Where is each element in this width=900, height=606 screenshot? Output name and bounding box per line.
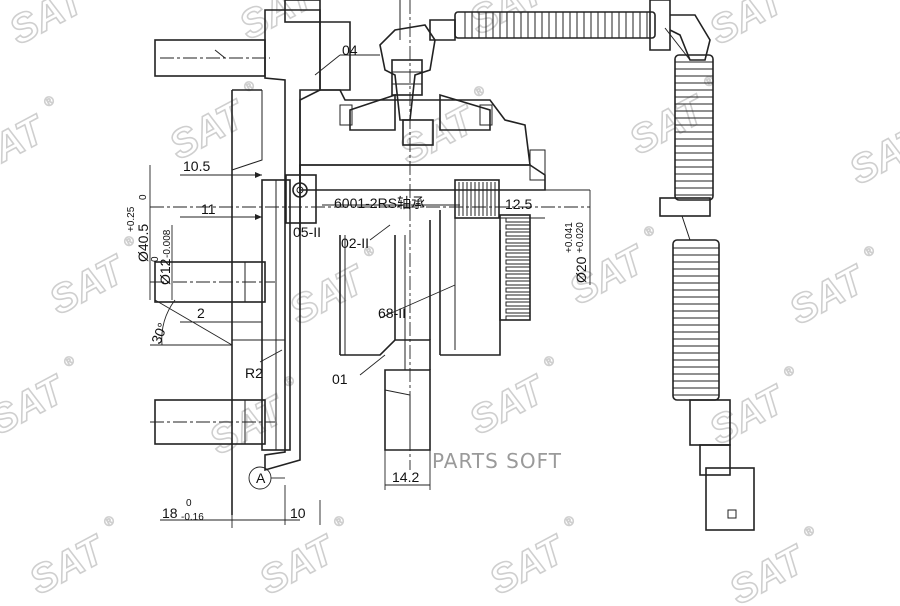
- tone-ring: [499, 214, 531, 321]
- part-label-05: 05-II: [293, 224, 321, 240]
- svg-text:SAT: SAT: [42, 247, 134, 324]
- svg-text:®: ®: [61, 352, 77, 370]
- watermark-tile: SAT®: [0, 352, 78, 444]
- datum-a: A: [256, 470, 266, 486]
- dimension-lines: [149, 54, 591, 528]
- watermark-tile: SAT®: [22, 512, 118, 604]
- part-label-02: 02-II: [341, 235, 369, 251]
- svg-text:®: ®: [861, 242, 877, 260]
- svg-text:®: ®: [101, 512, 117, 530]
- svg-text:SAT: SAT: [232, 0, 324, 48]
- dim-2: 2: [197, 305, 205, 321]
- dim-12-5: 12.5: [505, 196, 532, 212]
- watermark-tile: SAT®: [842, 116, 900, 194]
- sensor-cable: [454, 0, 755, 531]
- svg-text:®: ®: [541, 352, 557, 370]
- svg-text:SAT: SAT: [462, 0, 554, 43]
- svg-text:®: ®: [701, 72, 717, 90]
- wheel-stud-bottom: [150, 399, 275, 445]
- svg-text:SAT: SAT: [392, 97, 484, 174]
- small-bearing: [285, 174, 317, 224]
- hub-shaft: [339, 210, 501, 370]
- dim-dia-40-5-tol-lower: 0: [138, 194, 149, 200]
- part-label-04: 04: [342, 42, 358, 58]
- svg-text:SAT: SAT: [22, 527, 114, 604]
- svg-text:SAT: SAT: [0, 367, 74, 444]
- dim-18-tol-upper: 0: [186, 498, 192, 509]
- svg-text:SAT: SAT: [722, 537, 814, 606]
- part-label-01: 01: [332, 371, 348, 387]
- svg-text:®: ®: [561, 512, 577, 530]
- svg-text:SAT: SAT: [202, 387, 294, 464]
- watermark-tile: SAT®: [782, 242, 878, 334]
- needle-bearing: [454, 179, 500, 219]
- dim-11: 11: [201, 201, 216, 217]
- dim-14-2: 14.2: [392, 469, 419, 485]
- svg-text:®: ®: [471, 82, 487, 100]
- dim-dia-12: Ø12: [157, 258, 173, 285]
- watermark-tile: SAT®: [722, 522, 818, 606]
- dim-10: 10: [290, 505, 306, 521]
- watermark-tile: SAT®: [482, 512, 578, 604]
- dim-dia-40-5: Ø40.5: [135, 224, 151, 262]
- dim-dia-12-tol-lower: -0.008: [162, 229, 173, 258]
- labels: 04 6001-2RS轴承 05-II 02-II 68-II 01 10.5 …: [126, 42, 589, 523]
- svg-text:®: ®: [241, 77, 257, 95]
- brand-overlay: PARTS SOFT: [432, 449, 562, 473]
- svg-text:SAT: SAT: [252, 527, 344, 604]
- svg-text:SAT: SAT: [2, 0, 94, 53]
- dim-dia-12-tol-upper: 0: [150, 256, 161, 262]
- dim-18: 18: [162, 505, 178, 521]
- speed-sensor-body: [339, 0, 493, 146]
- wheel-stud-middle: [150, 261, 275, 303]
- svg-text:SAT: SAT: [162, 92, 254, 169]
- part-label-68: 68-II: [378, 305, 406, 321]
- watermark-tile: SAT®: [232, 0, 325, 49]
- bearing-label: 6001-2RS轴承: [334, 195, 425, 211]
- dim-dia-20-tol-upper: +0.041: [564, 222, 575, 253]
- watermark-tile: SAT®: [252, 512, 348, 604]
- svg-text:SAT: SAT: [482, 527, 574, 604]
- svg-text:®: ®: [331, 512, 347, 530]
- svg-text:SAT: SAT: [282, 257, 374, 334]
- dim-dia-40-5-tol-upper: +0.25: [126, 206, 137, 232]
- watermark-tile: SAT®: [462, 352, 558, 444]
- watermark-tile: SAT®: [702, 0, 795, 54]
- dim-r2: R2: [245, 365, 263, 381]
- center-lines: [150, 0, 590, 470]
- watermark-tile: SAT®: [0, 92, 58, 184]
- watermark-tile: SAT®: [282, 242, 378, 334]
- watermark-tile: SAT®: [202, 372, 298, 464]
- dim-dia-20-tol-lower: +0.020: [575, 222, 586, 253]
- svg-text:®: ®: [281, 372, 297, 390]
- watermark-tile: SAT®: [702, 362, 798, 454]
- dim-dia-20: Ø20: [573, 256, 589, 283]
- watermark-tile: SAT®: [2, 0, 95, 54]
- svg-text:®: ®: [41, 92, 57, 110]
- svg-text:®: ®: [801, 522, 817, 540]
- svg-text:SAT: SAT: [842, 117, 900, 194]
- dim-10-5: 10.5: [183, 158, 210, 174]
- dim-30-deg: 30°: [148, 320, 171, 346]
- svg-text:SAT: SAT: [462, 367, 554, 444]
- svg-text:SAT: SAT: [782, 257, 874, 334]
- svg-text:SAT: SAT: [702, 0, 794, 53]
- svg-text:®: ®: [781, 362, 797, 380]
- dim-18-tol-lower: -0.16: [181, 512, 204, 523]
- svg-text:SAT: SAT: [0, 107, 54, 184]
- svg-text:®: ®: [641, 222, 657, 240]
